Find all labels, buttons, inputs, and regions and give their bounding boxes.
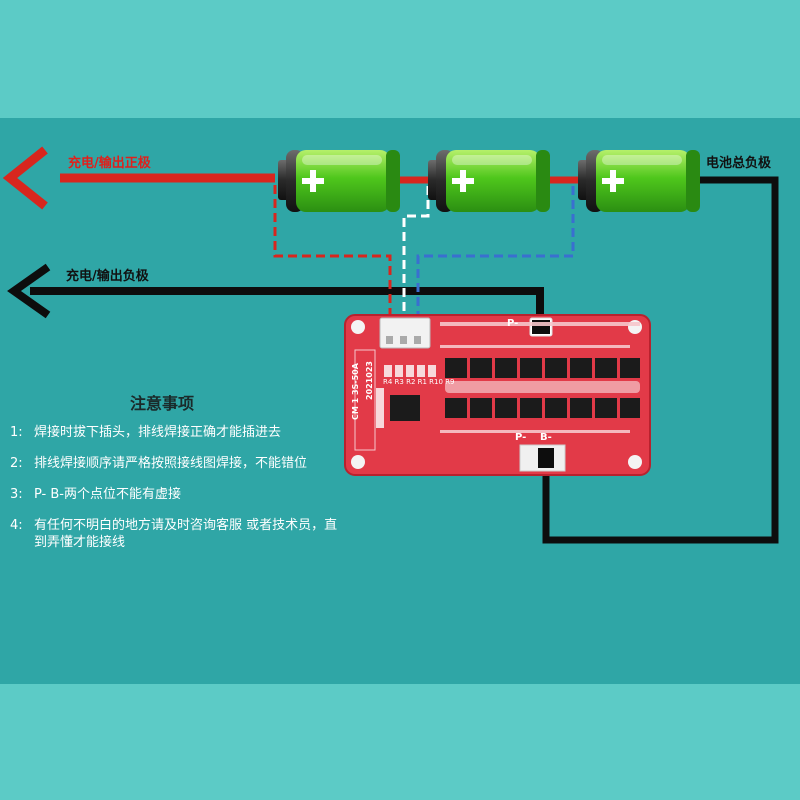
note-text: 有任何不明白的地方请及时咨询客服 或者技术员，直到弄懂才能接线 (34, 518, 338, 550)
background-top (0, 0, 800, 118)
positive-output-wire (2, 146, 275, 210)
battery-cell-3 (578, 150, 700, 212)
charge-positive-label: 充电/输出正极 (68, 156, 151, 171)
mount-hole (351, 320, 365, 334)
note-number: 4: (10, 518, 23, 533)
note-item: 2: 排线焊接顺序请严格按照接线图焊接，不能错位 (10, 455, 340, 472)
p-minus-bottom-label: P- (515, 432, 527, 443)
note-text: P- B-两个点位不能有虚接 (34, 487, 181, 502)
bms-board (344, 314, 651, 476)
negative-output-wire (7, 263, 544, 325)
board-date-label: 2021023 (365, 361, 374, 400)
background-bottom (0, 684, 800, 800)
balance-wire-white (402, 186, 430, 325)
charge-negative-label: 充电/输出负极 (66, 269, 149, 284)
note-number: 1: (10, 425, 23, 440)
balance-wire-blue (416, 186, 575, 325)
balance-wire-red (273, 185, 392, 325)
battery-negative-wire (542, 176, 779, 544)
mount-hole (628, 455, 642, 469)
b-minus-label: B- (540, 432, 552, 443)
note-number: 2: (10, 456, 23, 471)
battery-cell-1 (278, 150, 400, 212)
note-text: 排线焊接顺序请严格按照接线图焊接，不能错位 (34, 456, 308, 471)
controller-ic (390, 395, 420, 421)
board-model-label: CM 1 3S-50A (351, 363, 360, 420)
battery-cell-2 (428, 150, 550, 212)
note-text: 焊接时拔下插头，排线焊接正确才能插进去 (34, 425, 282, 440)
note-item: 4: 有任何不明白的地方请及时咨询客服 或者技术员，直到弄懂才能接线 (10, 517, 340, 551)
notes-title: 注意事项 (130, 394, 195, 413)
resistor-labels: R4 R3 R2 R1 R10 R9 (383, 378, 455, 386)
p-minus-top-label: P- (507, 318, 519, 329)
mount-hole (351, 455, 365, 469)
note-number: 3: (10, 487, 23, 502)
note-item: 3: P- B-两个点位不能有虚接 (10, 486, 340, 503)
battery-total-negative-label: 电池总负极 (706, 156, 772, 171)
note-item: 1: 焊接时拔下插头，排线焊接正确才能插进去 (10, 424, 340, 441)
notes-list: 1: 焊接时拔下插头，排线焊接正确才能插进去 2: 排线焊接顺序请严格按照接线图… (10, 424, 340, 565)
